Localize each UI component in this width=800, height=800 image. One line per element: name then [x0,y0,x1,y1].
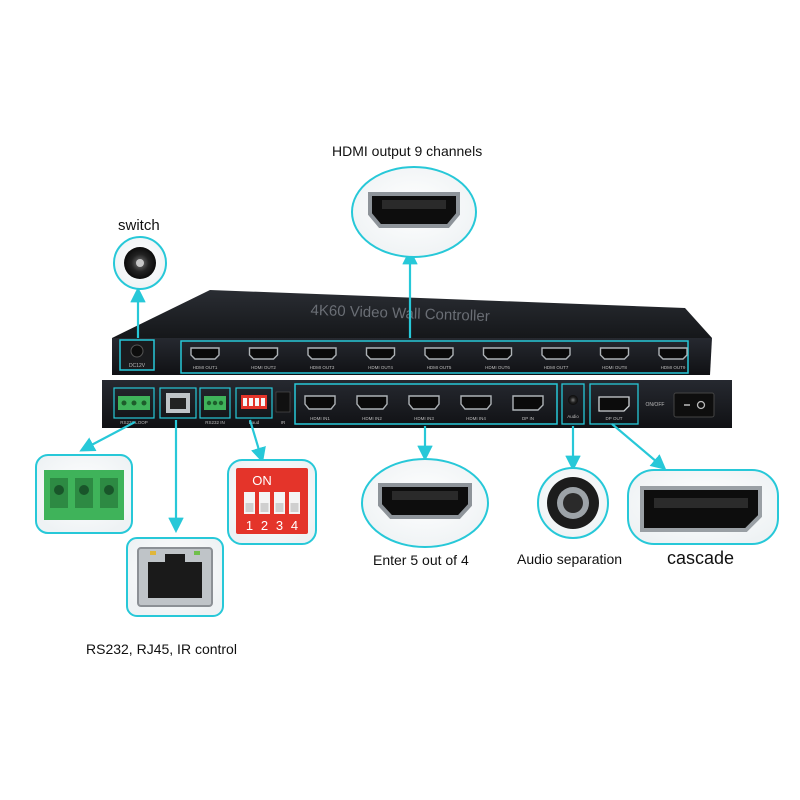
hdmi-output-label: HDMI output 9 channels [332,143,483,159]
audio-jack-icon [568,395,578,405]
hdmi-output-port [658,347,688,360]
hdmi-input-port-label: DP IN [522,416,534,421]
power-switch-icon [673,392,715,418]
control-label: RS232, RJ45, IR control [86,641,237,657]
hdmi-input-port [356,395,388,410]
displayport-icon [598,396,630,412]
hdmi-output-port [307,347,337,360]
hdmi-output-port-label: HDMI OUT7 [544,365,569,370]
callout-arrows [79,248,667,534]
hdmi-input-port-label: HDMI IN3 [414,416,434,421]
hdmi-output-port-label: HDMI OUT1 [193,365,218,370]
hdmi-output-port [248,347,279,360]
hdmi-output-port-label: HDMI OUT4 [368,365,393,370]
dip-number: 1 [246,518,253,533]
audio-label: Audio separation [517,551,623,567]
hdmi-port-icon [378,483,472,519]
hdmi-output-port-label: HDMI OUT6 [485,365,510,370]
dip-label: Baud [249,420,260,425]
hdmi-output-port-label: HDMI OUT9 [661,365,686,370]
hdmi-input-port [460,395,492,410]
power-label: ON/OFF [646,402,665,408]
displayport-icon [640,486,762,532]
cascade-label: cascade [667,548,735,568]
hdmi-input-port [304,395,336,410]
hdmi-output-ports: HDMI OUT1 HDMI OUT2 HDMI OUT3 HDMI OUT4 HDMI… [190,347,688,370]
rs232-in-label: RS232 IN [205,420,225,425]
hdmi-output-port [599,347,630,360]
switch-callout [113,236,167,290]
hdmi-input-callout [361,458,489,548]
dip-key-slider [245,503,254,512]
dp-out-label: DP OUT [606,416,623,421]
switch-label: switch [118,217,160,234]
hdmi-input-port [408,395,440,410]
hdmi-input-port-label: HDMI IN2 [362,416,382,421]
hdmi-output-port-label: HDMI OUT2 [251,365,276,370]
dip-number: 4 [291,518,298,533]
enter-label: Enter 5 out of 4 [373,552,469,568]
hdmi-output-port-label: HDMI OUT8 [602,365,627,370]
hdmi-output-port [365,347,396,360]
hdmi-input-ports: HDMI IN1 HDMI IN2 HDMI IN3 HDMI IN4 DP IN [304,395,544,421]
hdmi-input-port-label: HDMI IN1 [310,416,330,421]
hdmi-port-icon [368,192,460,228]
audio-callout [537,467,609,539]
hdmi-output-port-label: HDMI OUT3 [310,365,335,370]
hdmi-output-port [190,347,220,360]
ir-label: IR [281,420,286,425]
dp-input-port [512,395,544,411]
hdmi-output-port [424,347,454,360]
terminal-callout [35,454,133,534]
hdmi-output-callout [351,166,477,258]
dip-number: 2 [261,518,268,533]
device-title: 4K60 Video Wall Controller [310,302,490,325]
hdmi-output-port-label: HDMI OUT5 [427,365,452,370]
dip-key-slider [260,503,269,512]
dc-label: DC12V [129,363,146,369]
dip-number: 3 [276,518,283,533]
dip-switch-icon [236,468,308,534]
hdmi-output-port [482,347,513,360]
dip-key-slider [290,503,299,512]
rj45-callout [126,537,224,617]
dip-key-slider [275,503,284,512]
hdmi-input-port-label: HDMI IN4 [466,416,486,421]
cascade-callout [627,469,779,545]
audio-port-label: Audio [567,414,579,419]
hdmi-output-port [541,347,571,360]
dip-on-label: ON [252,473,272,488]
dip-switch-icon [241,395,267,409]
output-unit: 4K60 Video Wall Controller DC12V HDMI OU… [112,290,712,375]
